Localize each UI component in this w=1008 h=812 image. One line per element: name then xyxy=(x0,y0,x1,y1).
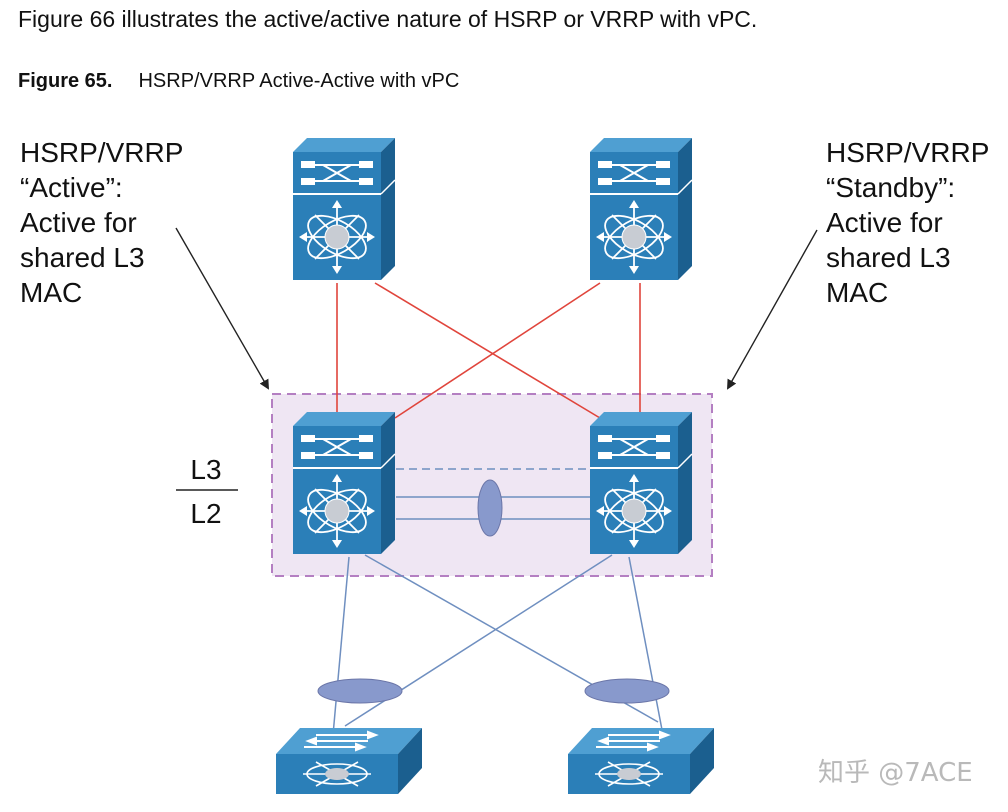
left-access-port-channel-icon xyxy=(317,678,403,704)
link-right-core-left-agg xyxy=(394,282,601,419)
right-access-switch-icon xyxy=(567,727,715,795)
left-core-switch-icon xyxy=(292,137,396,281)
core-links xyxy=(336,282,641,419)
peer-link-port-channel-icon xyxy=(477,479,503,537)
figure-caption: Figure 65. HSRP/VRRP Active-Active with v… xyxy=(18,70,459,93)
link-left-agg-left-access-a xyxy=(332,556,350,736)
right-core-switch-icon xyxy=(589,137,693,281)
watermark: 知乎 @7ACE xyxy=(818,758,973,788)
link-right-agg-right-access-a xyxy=(628,556,664,736)
figure-title: HSRP/VRRP Active-Active with vPC xyxy=(138,70,460,92)
intro-text: Figure 66 illustrates the active/active … xyxy=(18,6,758,32)
access-links xyxy=(332,554,664,736)
layer-label-l2: L2 xyxy=(190,498,221,529)
left-access-switch-icon xyxy=(275,727,423,795)
right-access-port-channel-icon xyxy=(584,678,670,704)
right-note-arrow xyxy=(727,229,818,390)
left-note-arrow xyxy=(175,227,269,390)
link-left-core-right-agg xyxy=(374,282,601,419)
right-aggregation-switch-icon xyxy=(589,411,693,555)
left-aggregation-switch-icon xyxy=(292,411,396,555)
right-note: HSRP/VRRP “Standby”: Active for shared L… xyxy=(826,137,997,308)
layer-label-l3: L3 xyxy=(190,454,221,485)
left-note: HSRP/VRRP “Active”: Active for shared L3… xyxy=(20,137,191,308)
figure-number: Figure 65. xyxy=(18,70,113,92)
